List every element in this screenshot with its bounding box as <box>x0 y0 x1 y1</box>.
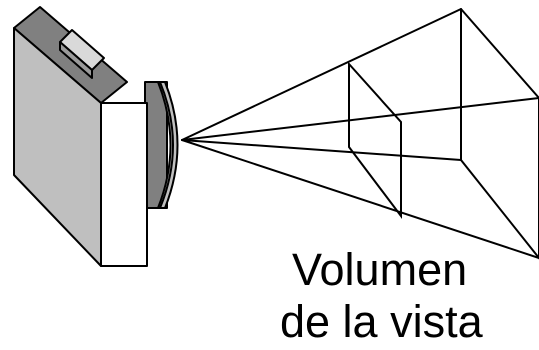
view-volume-frustum <box>182 9 539 258</box>
far-clipping-plane <box>461 9 539 258</box>
ray-top <box>182 9 461 140</box>
ray-back <box>182 140 461 160</box>
ray-bottom <box>182 140 539 258</box>
camera-illustration <box>14 7 178 266</box>
caption-line-1: Volumen <box>280 244 535 296</box>
lens <box>145 82 178 208</box>
camera-front-face <box>101 103 147 266</box>
ray-right <box>182 98 539 140</box>
caption-line-2: de la vista <box>280 296 535 348</box>
view-volume-label: Volumen de la vista <box>280 244 535 348</box>
near-clipping-plane <box>349 64 401 216</box>
